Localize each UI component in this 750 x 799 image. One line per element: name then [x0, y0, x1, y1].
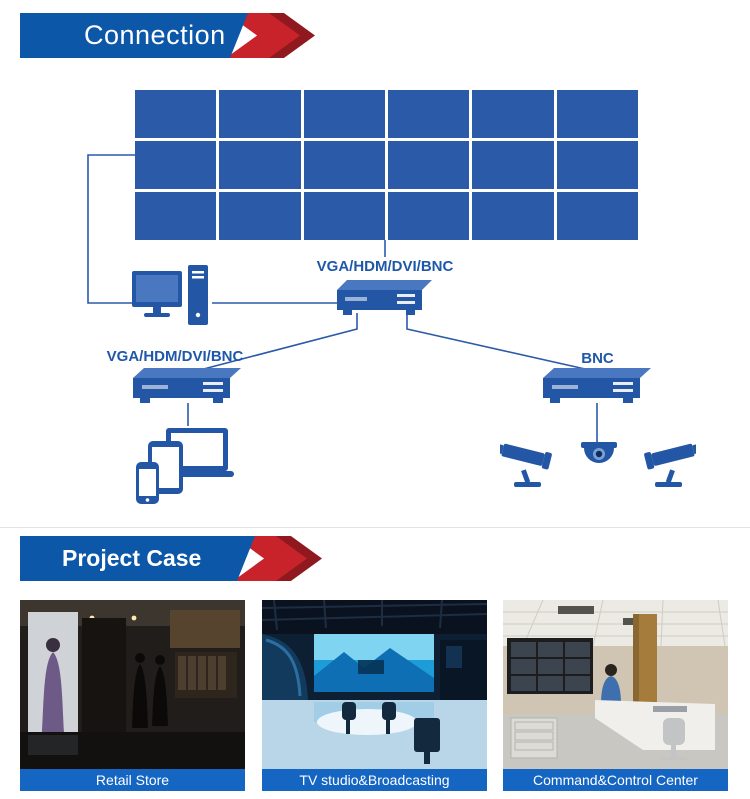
wall-panel: [388, 192, 470, 240]
wall-panel: [472, 90, 554, 138]
wall-panel: [556, 192, 638, 240]
pc-workstation-icon: [132, 265, 208, 325]
project-card-tv-studio: TV studio&Broadcasting: [262, 600, 487, 791]
dvr-icon: [543, 368, 651, 403]
project-card-retail: Retail Store: [20, 600, 245, 791]
connection-heading: Connection: [20, 13, 248, 58]
phone-icon: [136, 462, 159, 504]
project-card-control-center: Command&Control Center: [503, 600, 728, 791]
wall-panel: [303, 141, 385, 189]
wall-panel: [303, 192, 385, 240]
wall-panel: [135, 90, 217, 138]
tv-studio-photo: [262, 600, 487, 769]
project-caption: Command&Control Center: [503, 769, 728, 791]
wall-panel: [472, 141, 554, 189]
project-case-section-banner: Project Case: [20, 536, 340, 581]
video-wall-controller-icon: [337, 280, 432, 315]
retail-store-photo: [20, 600, 245, 769]
dome-camera-icon: [581, 442, 617, 463]
client-devices-icon: [136, 428, 234, 504]
wall-panel: [135, 192, 217, 240]
section-divider: [0, 527, 750, 528]
signal-processor-icon: [133, 368, 241, 403]
cctv-cameras-icon: [500, 442, 696, 487]
video-wall: [135, 90, 638, 240]
wall-panel: [472, 192, 554, 240]
wall-panel: [219, 141, 301, 189]
bullet-camera-left-icon: [500, 442, 553, 487]
line-wall-to-pc-bracket: [87, 154, 135, 304]
bnc-interface-label: BNC: [581, 350, 614, 367]
project-caption: TV studio&Broadcasting: [262, 769, 487, 791]
bullet-camera-right-icon: [643, 442, 696, 487]
project-case-heading: Project Case: [20, 536, 255, 581]
wall-panel: [219, 192, 301, 240]
wall-panel: [219, 90, 301, 138]
control-center-photo: [503, 600, 728, 769]
wall-panel: [388, 90, 470, 138]
wall-panel: [303, 90, 385, 138]
wall-panel: [135, 141, 217, 189]
controller-interface-label: VGA/HDM/DVI/BNC: [316, 258, 454, 275]
wall-panel: [388, 141, 470, 189]
sources-interface-label: VGA/HDM/DVI/BNC: [106, 348, 244, 365]
connection-section-banner: Connection: [20, 13, 340, 58]
project-caption: Retail Store: [20, 769, 245, 791]
wall-panel: [556, 141, 638, 189]
wall-panel: [556, 90, 638, 138]
